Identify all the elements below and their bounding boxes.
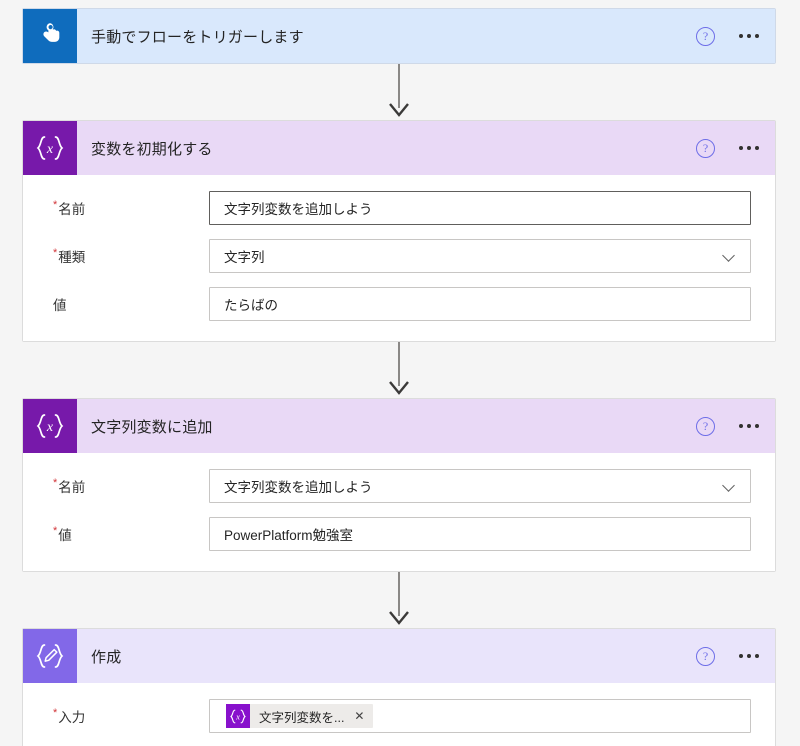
required-marker: * [53, 199, 58, 211]
field-label: *入力 [23, 706, 209, 726]
flow-step-card-initialize-variable[interactable]: x 変数を初期化する ? *名前 文字列変数を追加しよう [22, 120, 776, 342]
flow-connector-arrow [22, 572, 776, 628]
name-dropdown[interactable]: 文字列変数を追加しよう [209, 469, 751, 503]
card-body: *名前 文字列変数を追加しよう *値 Po [23, 453, 775, 571]
value-input-value: たらばの [224, 298, 278, 313]
card-header-actions: ? [696, 399, 761, 453]
required-marker: * [53, 707, 58, 719]
field-control: たらばの [209, 287, 775, 321]
dynamic-content-token[interactable]: x 文字列変数を... ✕ [226, 704, 374, 728]
name-input-value: 文字列変数を追加しよう [224, 202, 373, 217]
field-label-text: 名前 [58, 202, 86, 217]
more-options-icon[interactable] [737, 140, 761, 156]
variable-braces-icon: x [226, 704, 250, 728]
required-marker: * [53, 247, 58, 259]
required-marker: * [53, 525, 58, 537]
field-row-name: *名前 文字列変数を追加しよう [23, 467, 775, 505]
field-label: *名前 [23, 198, 209, 218]
flow-step-card-compose[interactable]: 作成 ? *入力 [22, 628, 776, 746]
field-label: 値 [23, 294, 209, 314]
card-header[interactable]: x 文字列変数に追加 ? [23, 399, 775, 453]
field-label-text: 値 [58, 528, 72, 543]
field-label-text: 値 [53, 298, 67, 313]
help-icon[interactable]: ? [696, 26, 715, 46]
svg-text:x: x [46, 142, 54, 157]
token-label: 文字列変数を... [259, 710, 345, 725]
card-body: *名前 文字列変数を追加しよう *種類 文字列 [23, 175, 775, 341]
field-control: 文字列 [209, 239, 775, 273]
type-dropdown-value: 文字列 [224, 250, 265, 265]
field-label: *値 [23, 524, 209, 544]
flow-connector-arrow [22, 342, 776, 398]
card-title: 作成 [91, 648, 122, 666]
card-header-actions: ? [696, 121, 761, 175]
name-input[interactable]: 文字列変数を追加しよう [209, 191, 751, 225]
variable-braces-icon: x [23, 399, 77, 453]
field-control: 文字列変数を追加しよう [209, 469, 775, 503]
more-options-icon[interactable] [737, 28, 761, 44]
field-label: *名前 [23, 476, 209, 496]
chevron-down-icon[interactable] [722, 249, 736, 263]
field-control: x 文字列変数を... ✕ [209, 699, 775, 733]
flow-step-card-append-to-string-variable[interactable]: x 文字列変数に追加 ? *名前 文字列変数を追加しよう [22, 398, 776, 572]
value-input[interactable]: たらばの [209, 287, 751, 321]
flow-steps-list: 手動でフローをトリガーします ? x [22, 8, 776, 746]
inputs-field[interactable]: x 文字列変数を... ✕ [209, 699, 751, 733]
field-row-value: *値 PowerPlatform勉強室 [23, 515, 775, 553]
more-options-icon[interactable] [737, 648, 761, 664]
name-dropdown-value: 文字列変数を追加しよう [224, 480, 373, 495]
field-row-value: 値 たらばの [23, 285, 775, 323]
field-row-type: *種類 文字列 [23, 237, 775, 275]
more-options-icon[interactable] [737, 418, 761, 434]
svg-text:x: x [235, 711, 240, 721]
help-icon[interactable]: ? [696, 646, 715, 666]
required-marker: * [53, 477, 58, 489]
card-header[interactable]: 作成 ? [23, 629, 775, 683]
field-label-text: 入力 [58, 710, 86, 725]
field-label: *種類 [23, 246, 209, 266]
help-icon[interactable]: ? [696, 416, 715, 436]
value-input-value: PowerPlatform勉強室 [224, 528, 354, 543]
compose-pencil-braces-icon [23, 629, 77, 683]
field-control: 文字列変数を追加しよう [209, 191, 775, 225]
field-row-inputs: *入力 x [23, 697, 775, 735]
value-input[interactable]: PowerPlatform勉強室 [209, 517, 751, 551]
type-dropdown[interactable]: 文字列 [209, 239, 751, 273]
card-header-actions: ? [696, 629, 761, 683]
svg-text:x: x [46, 420, 54, 435]
remove-token-icon[interactable]: ✕ [354, 709, 365, 723]
flow-connector-arrow [22, 64, 776, 120]
card-title: 手動でフローをトリガーします [91, 28, 304, 46]
card-title: 変数を初期化する [91, 140, 213, 158]
flow-step-card-trigger[interactable]: 手動でフローをトリガーします ? [22, 8, 776, 64]
chevron-down-icon[interactable] [722, 479, 736, 493]
field-label-text: 種類 [58, 250, 86, 265]
help-icon[interactable]: ? [696, 138, 715, 158]
card-header[interactable]: x 変数を初期化する ? [23, 121, 775, 175]
card-header-actions: ? [696, 9, 761, 63]
tap-hand-icon [23, 9, 77, 63]
field-row-name: *名前 文字列変数を追加しよう [23, 189, 775, 227]
card-body: *入力 x [23, 683, 775, 746]
field-control: PowerPlatform勉強室 [209, 517, 775, 551]
variable-braces-icon: x [23, 121, 77, 175]
card-title: 文字列変数に追加 [91, 418, 213, 436]
card-header[interactable]: 手動でフローをトリガーします ? [23, 9, 775, 63]
field-label-text: 名前 [58, 480, 86, 495]
